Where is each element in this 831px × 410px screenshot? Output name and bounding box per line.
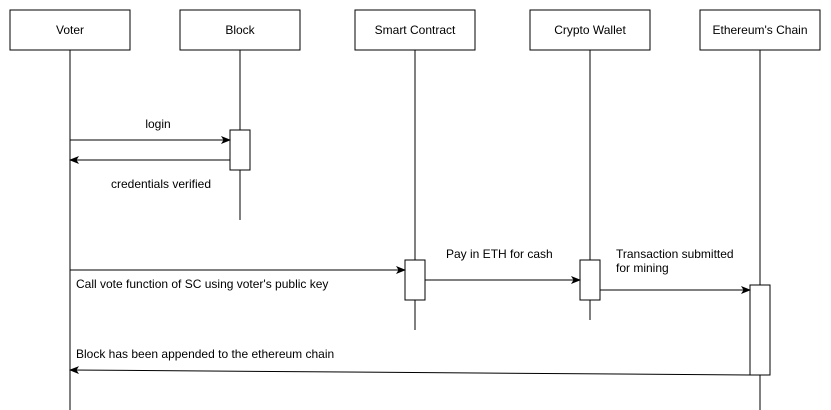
message-login-label: login — [145, 117, 170, 131]
message-transaction-label-line1: Transaction submitted — [616, 247, 734, 261]
activation-ethereum-chain — [749, 284, 771, 376]
participant-smart-contract-label: Smart Contract — [375, 23, 456, 37]
participant-smart-contract: Smart Contract — [354, 9, 476, 51]
participant-voter-label: Voter — [56, 23, 84, 37]
participant-voter: Voter — [9, 9, 131, 51]
participant-block: Block — [179, 9, 301, 51]
participant-ethereum-chain: Ethereum's Chain — [699, 9, 821, 51]
activation-block — [229, 129, 251, 171]
message-appended-arrow — [69, 366, 751, 376]
message-appended-label: Block has been appended to the ethereum … — [76, 347, 334, 361]
message-transaction-label-line2: for mining — [616, 261, 669, 275]
message-pay-eth-label: Pay in ETH for cash — [446, 247, 553, 261]
activation-smart-contract — [404, 259, 426, 301]
participant-block-label: Block — [225, 23, 255, 37]
participant-ethereum-chain-label: Ethereum's Chain — [712, 23, 807, 37]
activation-crypto-wallet — [579, 259, 601, 301]
message-call-vote-label: Call vote function of SC using voter's p… — [76, 277, 328, 291]
message-credentials-label: credentials verified — [111, 177, 211, 191]
participant-crypto-wallet: Crypto Wallet — [529, 9, 651, 51]
participant-crypto-wallet-label: Crypto Wallet — [554, 23, 626, 37]
